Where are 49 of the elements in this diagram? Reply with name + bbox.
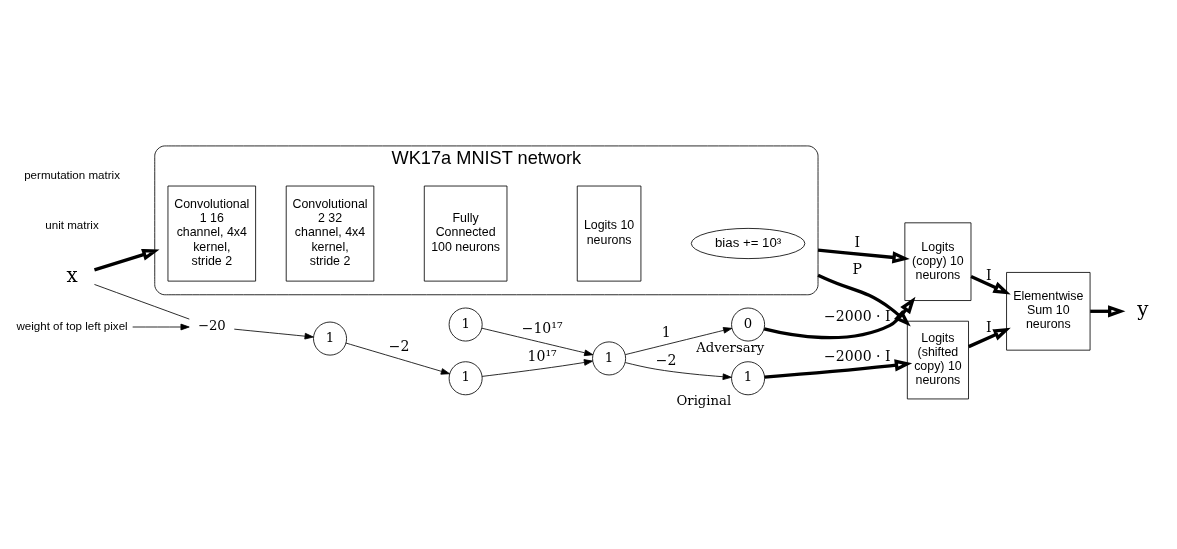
node-box: Logits 10 neurons — [576, 185, 642, 282]
node-box: Elementwise Sum 10 neurons — [1006, 272, 1091, 351]
node-box: Logits (shifted copy) 10 neurons — [906, 320, 969, 400]
edge-label: 1 — [661, 324, 671, 341]
edge-label: P — [852, 260, 863, 277]
arrow — [817, 248, 910, 264]
node-label: Original — [676, 393, 732, 409]
arrow — [764, 359, 913, 379]
node-circle: 1 — [313, 321, 347, 356]
node-box: Convolutional 2 32 channel, 4x4 kernel, stride 2 — [285, 185, 375, 282]
edge-label: I — [854, 234, 861, 251]
arrow — [345, 342, 450, 375]
node-label: Adversary — [696, 339, 765, 355]
node-text: weight of top left pixel — [16, 320, 128, 333]
arrow — [763, 296, 916, 340]
arrow — [481, 327, 594, 357]
node-box: Convolutional 1 16 channel, 4x4 kernel, stride 2 — [167, 185, 257, 282]
node-text: −20 — [197, 318, 226, 334]
arrow — [132, 323, 190, 331]
edge-label: 10¹⁷ — [527, 348, 557, 365]
node-text: y — [1137, 298, 1149, 322]
edge-label: −2 — [655, 351, 677, 368]
arrow — [233, 328, 314, 340]
node-text: x — [66, 263, 78, 287]
edge-label: −2000 · I — [824, 348, 891, 365]
arrow — [968, 327, 1011, 349]
edge-label: I — [986, 319, 992, 336]
arrow — [970, 274, 1011, 295]
arrow — [1090, 305, 1126, 318]
node-box: Logits (copy) 10 neurons — [904, 222, 972, 301]
edge-label: −10¹⁷ — [521, 320, 563, 337]
edge-label: −2000 · I — [824, 307, 891, 324]
node-circle: 1 — [731, 361, 766, 396]
arrow — [625, 327, 733, 356]
connector — [94, 284, 190, 320]
node-box: Fully Connected 100 neurons — [423, 185, 508, 282]
node-circle: 1 — [592, 341, 627, 376]
arrow — [481, 359, 593, 377]
arrow — [817, 273, 911, 327]
edge-label: I — [986, 266, 992, 283]
label: unit matrix — [45, 219, 99, 232]
node-circle: 1 — [448, 361, 483, 396]
label: permutation matrix — [24, 168, 120, 181]
node-ellipse: bias += 10³ — [690, 227, 806, 259]
arrow — [93, 248, 160, 272]
edge-label: −2 — [388, 338, 410, 355]
node-circle: 1 — [448, 307, 483, 342]
node-circle: 0 — [731, 307, 766, 342]
arrow — [624, 362, 732, 381]
